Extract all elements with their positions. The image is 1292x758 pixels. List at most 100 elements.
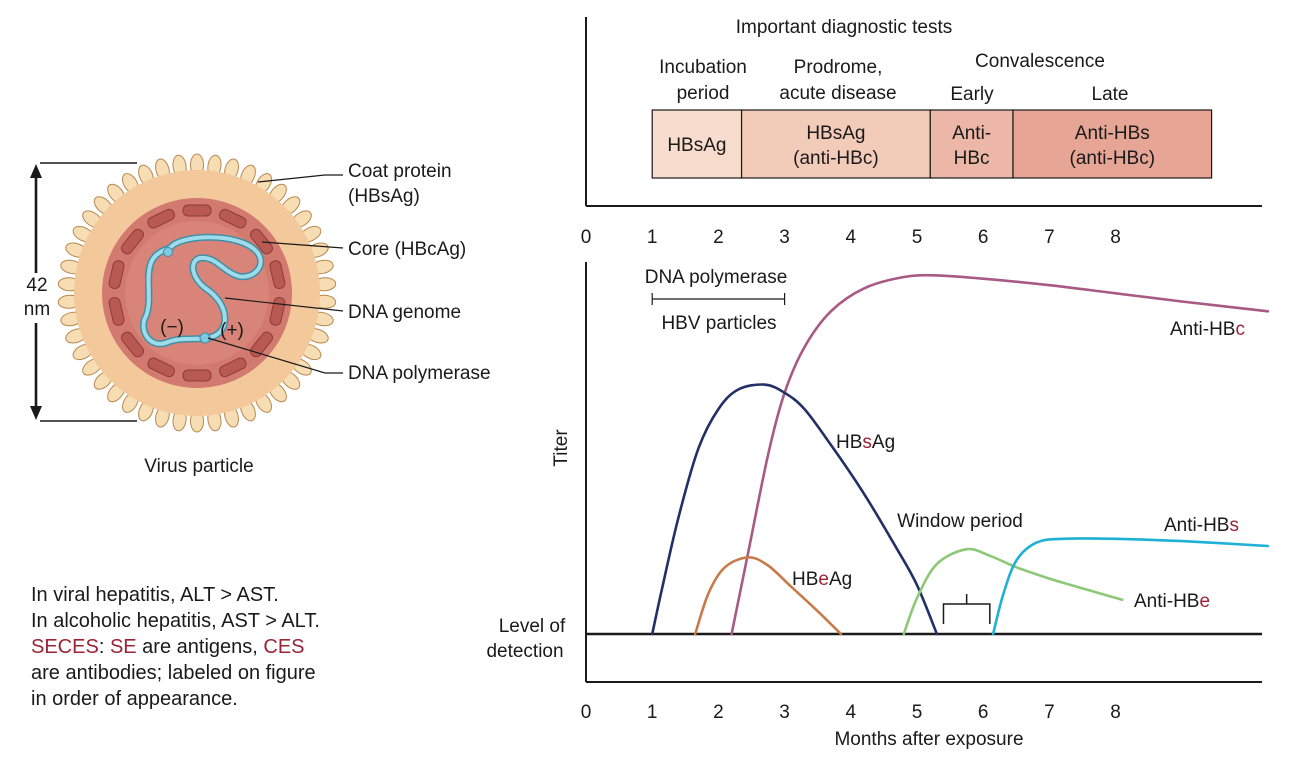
phase-convalescence: Convalescence <box>975 51 1105 72</box>
note-are-antigens: are antigens, <box>136 636 264 658</box>
size-arrow-down <box>30 406 42 420</box>
hbeag-label-suffix: e <box>818 569 829 590</box>
note-alcoholic-hepatitis: In alcoholic hepatitis, AST > ALT. <box>31 610 320 632</box>
hbsag-label-suffix: s <box>862 432 872 453</box>
core-capsomere <box>147 357 176 378</box>
dna-genome-leader <box>224 297 344 312</box>
tests-tick-6: 6 <box>978 227 989 248</box>
note-antibodies-line: are antibodies; labeled on figure <box>31 662 316 684</box>
hbv-particles-annotation: HBV particles <box>661 313 776 334</box>
size-unit: nm <box>24 299 50 320</box>
x-axis-label: Months after exposure <box>834 729 1023 750</box>
chart-tick-1: 1 <box>647 702 658 723</box>
dna-polymerase-label: DNA polymerase <box>348 363 491 384</box>
detection-label-line1: Level of <box>499 616 566 637</box>
virus-caption: Virus particle <box>144 456 253 477</box>
core-capsomere <box>218 208 247 229</box>
window-period-annotation: Window period <box>897 511 1023 532</box>
test-box-2-line1: HBsAg <box>806 123 865 144</box>
virus-particle-diagram: 42 nm (−) (+) Coat protein (HBsAg) Core … <box>18 153 491 477</box>
phase-prodrome: Prodrome, <box>794 57 883 78</box>
chart-tick-6: 6 <box>978 702 989 723</box>
note-viral-hepatitis: In viral hepatitis, ALT > AST. <box>31 584 279 606</box>
tests-tick-0: 0 <box>581 227 592 248</box>
phase-acute-disease: acute disease <box>779 83 896 104</box>
core-capsomere <box>147 208 176 229</box>
phase-incubation-period: period <box>677 83 730 104</box>
chart-tick-2: 2 <box>713 702 724 723</box>
tests-tick-4: 4 <box>846 227 857 248</box>
series-line-anti-hbc <box>730 273 1270 636</box>
test-box-3-line2: HBc <box>954 148 990 169</box>
diagnostic-tests-panel: Important diagnostic tests Incubation pe… <box>581 17 1262 248</box>
phase-incubation: Incubation <box>659 57 747 78</box>
test-box-3 <box>929 109 1014 179</box>
coat-protein-sublabel: (HBsAg) <box>348 186 420 207</box>
series-line-hbeag <box>693 556 843 636</box>
series-label-anti-hbs: Anti-HBs <box>1164 515 1239 536</box>
test-box-1-line1: HBsAg <box>667 135 726 156</box>
chart-tick-5: 5 <box>912 702 923 723</box>
core-capsomere <box>269 260 286 290</box>
core-capsomere <box>108 296 125 326</box>
core-capsomere <box>108 260 125 290</box>
test-boxes: HBsAgHBsAg(anti-HBc)Anti-HBcAnti-HBs(ant… <box>651 109 1213 179</box>
mnemonic-notes: In viral hepatitis, ALT > AST. In alcoho… <box>31 582 411 712</box>
hbsag-label-rest: Ag <box>872 432 895 453</box>
core-capsomere <box>218 357 247 378</box>
tests-tick-8: 8 <box>1110 227 1121 248</box>
titer-chart: Level of detection Titer Months after ex… <box>486 262 1270 750</box>
phase-early: Early <box>950 84 994 105</box>
core-capsomeres <box>108 204 286 382</box>
note-seces: SECES <box>31 636 99 658</box>
anti-hbs-label-prefix: Anti-HB <box>1164 515 1229 536</box>
note-se: SE <box>109 636 137 658</box>
chart-tick-7: 7 <box>1044 702 1055 723</box>
dna-polymerase-leader <box>207 337 343 374</box>
window-period-bracket <box>942 594 991 624</box>
test-box-3-line1: Anti- <box>952 123 991 144</box>
core-capsomere <box>120 228 145 255</box>
core-label: Core (HBcAg) <box>348 239 466 260</box>
core-capsomere <box>249 228 274 255</box>
hbeag-label-rest: Ag <box>829 569 852 590</box>
tests-tick-2: 2 <box>713 227 724 248</box>
chart-tick-0: 0 <box>581 702 592 723</box>
anti-hbe-label-prefix: Anti-HB <box>1134 591 1199 612</box>
series-line-anti-hbe <box>902 547 1124 636</box>
test-box-4-line1: Anti-HBs <box>1075 123 1150 144</box>
series-label-hbsag: HBsAg <box>836 432 895 453</box>
test-box-2-line2: (anti-HBc) <box>793 148 879 169</box>
dna-genome-label: DNA genome <box>348 302 461 323</box>
series-label-anti-hbc: Anti-HBc <box>1170 319 1245 340</box>
series-label-hbeag: HBeAg <box>792 569 852 590</box>
tests-tick-3: 3 <box>779 227 790 248</box>
dna-genome-strand <box>141 235 263 346</box>
hbsag-label-prefix: HB <box>836 432 862 453</box>
core-capsomere <box>182 204 212 217</box>
size-value: 42 <box>26 275 47 296</box>
test-box-2 <box>740 109 931 179</box>
anti-hbc-label-suffix: c <box>1235 319 1245 340</box>
tests-tick-1: 1 <box>647 227 658 248</box>
series-label-anti-hbe: Anti-HBe <box>1134 591 1210 612</box>
test-box-4 <box>1012 109 1213 179</box>
tests-tick-7: 7 <box>1044 227 1055 248</box>
chart-tick-3: 3 <box>779 702 790 723</box>
core-capsomere <box>182 369 212 382</box>
note-colon: : <box>98 636 110 658</box>
anti-hbs-label-suffix: s <box>1229 515 1239 536</box>
minus-strand-label: (−) <box>160 317 184 338</box>
core-interior <box>125 221 269 365</box>
chart-tick-8: 8 <box>1110 702 1121 723</box>
note-seces-line: SECES: SE are antigens, CES <box>31 634 411 660</box>
hbeag-label-prefix: HB <box>792 569 818 590</box>
series-line-anti-hbs <box>991 537 1270 636</box>
y-axis-label: Titer <box>551 429 572 467</box>
anti-hbe-label-suffix: e <box>1199 591 1210 612</box>
core-capsomere <box>249 331 274 358</box>
dna-polymerase-dot-1 <box>163 247 173 257</box>
